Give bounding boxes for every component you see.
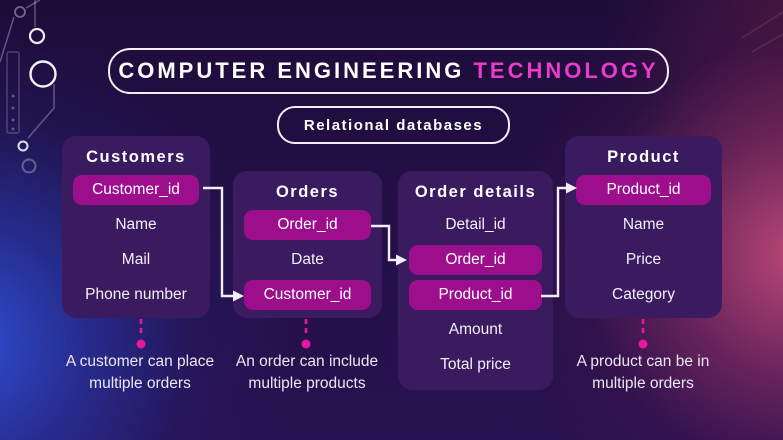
subtitle-label: Relational databases [303,116,484,134]
table-product-title: Product [607,148,680,166]
field-customers-name: Name [115,216,157,233]
annotation-product: A product can be in multiple orders [576,353,710,392]
field-product-product-id: Product_id [576,174,711,205]
table-product: Product Product_id Name Price Category [565,136,722,318]
field-orders-customer-id: Customer_id [244,279,371,310]
table-orders: Orders Order_id Date Customer_id [233,171,382,318]
field-order-details-amount: Amount [448,321,503,338]
page-title-accent: TECHNOLOGY [464,58,659,83]
page-title-main: COMPUTER ENGINEERING [118,58,465,83]
field-order-details-detail-id: Detail_id [445,216,506,233]
field-customers-mail: Mail [121,251,151,268]
field-orders-order-id: Order_id [244,209,371,240]
annotation-customers: A customer can place multiple orders [65,353,215,392]
table-customers: Customers Customer_id Name Mail Phone nu… [62,136,210,318]
table-orders-title: Orders [275,183,340,201]
field-customers-customer-id: Customer_id [73,174,199,205]
field-customers-phone-number: Phone number [85,286,187,303]
field-product-name: Name [622,216,665,233]
pin-dot-icon [301,339,311,349]
pin-dot-icon [638,339,648,349]
pin-dot-icon [136,339,146,349]
page-title: COMPUTER ENGINEERING TECHNOLOGY [108,48,669,94]
table-customers-title: Customers [86,148,186,166]
table-order-details: Order details Detail_id Order_id Product… [398,171,553,390]
field-product-price: Price [625,251,662,268]
field-order-details-product-id: Product_id [409,279,542,310]
annotation-orders: An order can include multiple products [235,353,379,392]
field-orders-date: Date [291,251,324,268]
table-order-details-title: Order details [414,183,537,201]
field-product-category: Category [612,286,675,303]
field-order-details-order-id: Order_id [409,244,542,275]
subtitle-badge: Relational databases [277,106,510,144]
field-order-details-total-price: Total price [440,356,511,373]
